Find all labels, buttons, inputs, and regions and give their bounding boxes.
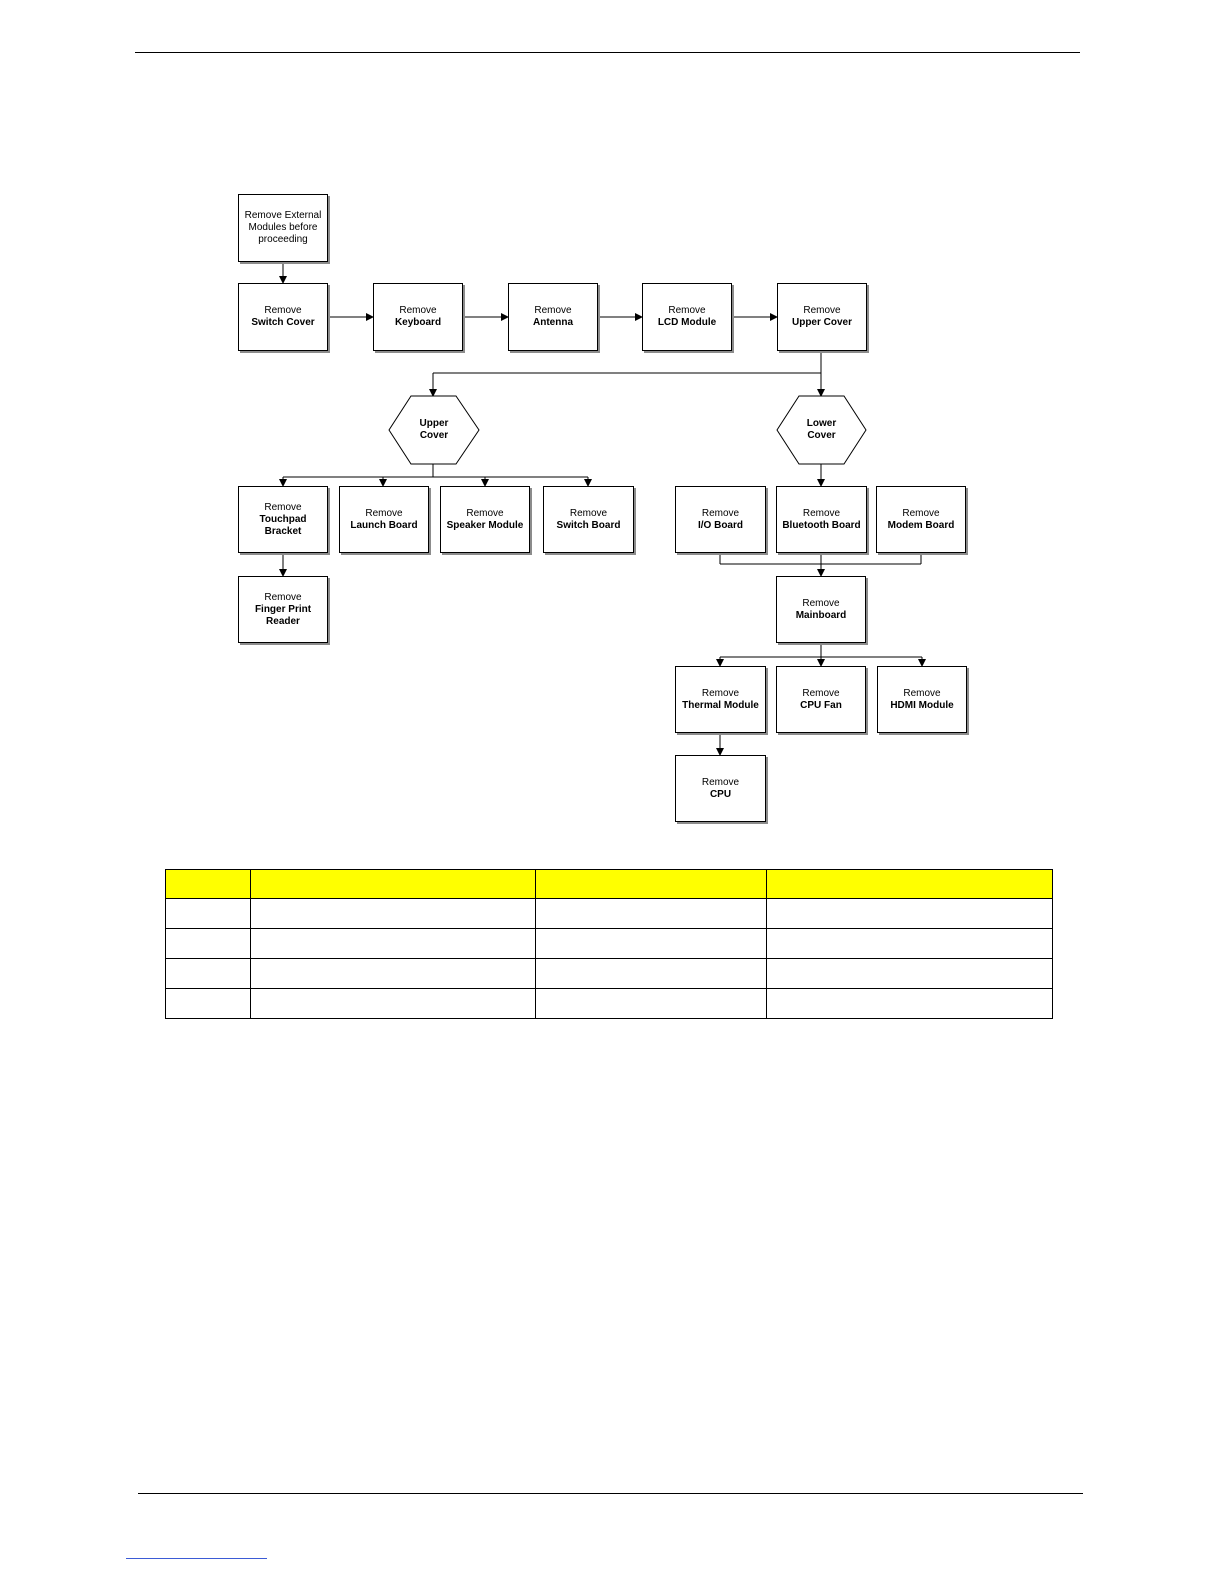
remove-lcd-module-box: Remove LCD Module	[642, 283, 732, 351]
disassembly-flowchart	[279, 262, 926, 756]
remove-launch-board-box: Remove Launch Board	[339, 486, 429, 553]
table-cell	[250, 928, 536, 959]
box-line-2: CPU Fan	[800, 699, 842, 711]
hex-line-1: Lower	[806, 418, 837, 429]
remove-switch-cover-box: Remove Switch Cover	[238, 283, 328, 351]
box-line-2: Antenna	[533, 317, 573, 328]
table-cell	[766, 898, 1053, 929]
box-line-3: proceeding	[258, 234, 308, 245]
box-line-2: Speaker Module	[446, 519, 524, 531]
table-header-cell	[165, 869, 251, 899]
remove-keyboard-box: Remove Keyboard	[373, 283, 463, 351]
box-line-3: Bracket	[264, 525, 302, 537]
box-line-2: Touchpad	[259, 513, 307, 525]
table-cell	[535, 928, 767, 959]
remove-speaker-module-box: Remove Speaker Module	[440, 486, 530, 553]
box-line-2: Bluetooth Board	[782, 519, 861, 531]
table-cell	[165, 988, 251, 1019]
table-cell	[165, 958, 251, 989]
remove-bluetooth-board-box: Remove Bluetooth Board	[776, 486, 867, 553]
remove-mainboard-box: Remove Mainboard	[776, 576, 866, 643]
table-row	[165, 928, 1053, 959]
box-line-1: Remove	[802, 687, 840, 699]
table-cell	[766, 988, 1053, 1019]
remove-thermal-module-box: Remove Thermal Module	[675, 666, 766, 733]
bottom-rule	[138, 1493, 1083, 1494]
box-line-1: Remove	[264, 305, 302, 316]
remove-hdmi-module-box: Remove HDMI Module	[877, 666, 967, 733]
box-line-2: Modules before	[248, 222, 318, 233]
remove-modem-board-box: Remove Modem Board	[876, 486, 966, 553]
box-line-1: Remove	[534, 305, 572, 316]
box-line-2: Finger Print	[254, 603, 312, 615]
box-line-1: Remove	[701, 507, 740, 519]
box-line-2: Launch Board	[350, 519, 418, 531]
lower-cover-decision-hexagon	[776, 395, 867, 465]
box-line-2: Modem Board	[887, 519, 955, 531]
box-line-1: Remove	[701, 687, 740, 699]
table-header-row	[165, 869, 1053, 899]
remove-switch-board-box: Remove Switch Board	[543, 486, 634, 553]
box-line-2: LCD Module	[657, 317, 717, 328]
box-line-1: Remove	[569, 507, 608, 519]
table-row	[165, 958, 1053, 989]
table-cell	[535, 988, 767, 1019]
box-line-1: Remove	[802, 597, 840, 609]
table-cell	[250, 988, 536, 1019]
upper-cover-decision-label: Upper Cover	[389, 396, 479, 464]
hex-line-1: Upper	[419, 418, 449, 429]
box-line-1: Remove	[701, 776, 740, 788]
box-line-1: Remove	[902, 507, 940, 519]
box-line-2: I/O Board	[697, 519, 743, 531]
table-row	[165, 898, 1053, 929]
footer-link-underline[interactable]	[126, 1558, 267, 1559]
table-cell	[250, 898, 536, 929]
box-line-2: CPU	[709, 788, 732, 800]
table-cell	[165, 928, 251, 959]
table-header-cell	[766, 869, 1053, 899]
top-rule	[135, 52, 1080, 53]
remove-cpu-fan-box: Remove CPU Fan	[776, 666, 866, 733]
box-line-1: Remove	[264, 501, 302, 513]
box-line-2: Thermal Module	[682, 699, 759, 711]
box-line-2: Switch Board	[556, 519, 621, 531]
table-cell	[766, 958, 1053, 989]
table-cell	[766, 928, 1053, 959]
table-header-cell	[535, 869, 767, 899]
box-line-1: Remove	[903, 687, 941, 699]
hex-line-2: Cover	[807, 430, 836, 441]
box-line-3: Reader	[266, 615, 300, 627]
box-line-1: Remove	[668, 305, 706, 316]
lower-cover-decision-label: Lower Cover	[777, 396, 866, 464]
remove-touchpad-bracket-box: Remove Touchpad Bracket	[238, 486, 328, 553]
table-cell	[250, 958, 536, 989]
table-cell	[535, 898, 767, 929]
box-line-1: Remove	[802, 507, 841, 519]
box-line-1: Remove	[264, 591, 302, 603]
box-line-2: HDMI Module	[890, 699, 954, 711]
screw-table-wrapper	[165, 869, 1053, 1019]
box-line-1: Remove External	[244, 210, 322, 221]
box-line-2: Switch Cover	[251, 317, 315, 328]
start-remove-external-modules-box: Remove External Modules before proceedin…	[238, 194, 328, 262]
table-row	[165, 988, 1053, 1019]
remove-finger-print-reader-box: Remove Finger Print Reader	[238, 576, 328, 643]
table-header-cell	[250, 869, 536, 899]
remove-upper-cover-box: Remove Upper Cover	[777, 283, 867, 351]
remove-io-board-box: Remove I/O Board	[675, 486, 766, 553]
remove-cpu-box: Remove CPU	[675, 755, 766, 822]
remove-antenna-box: Remove Antenna	[508, 283, 598, 351]
hex-line-2: Cover	[419, 430, 449, 441]
upper-cover-decision-hexagon	[388, 395, 480, 465]
box-line-2: Upper Cover	[791, 317, 852, 328]
screw-table	[165, 869, 1053, 1019]
table-cell	[165, 898, 251, 929]
box-line-1: Remove	[803, 305, 841, 316]
box-line-1: Remove	[466, 507, 504, 519]
table-cell	[535, 958, 767, 989]
box-line-2: Mainboard	[795, 609, 847, 621]
box-line-1: Remove	[399, 305, 437, 316]
box-line-2: Keyboard	[394, 317, 442, 328]
box-line-1: Remove	[365, 507, 403, 519]
